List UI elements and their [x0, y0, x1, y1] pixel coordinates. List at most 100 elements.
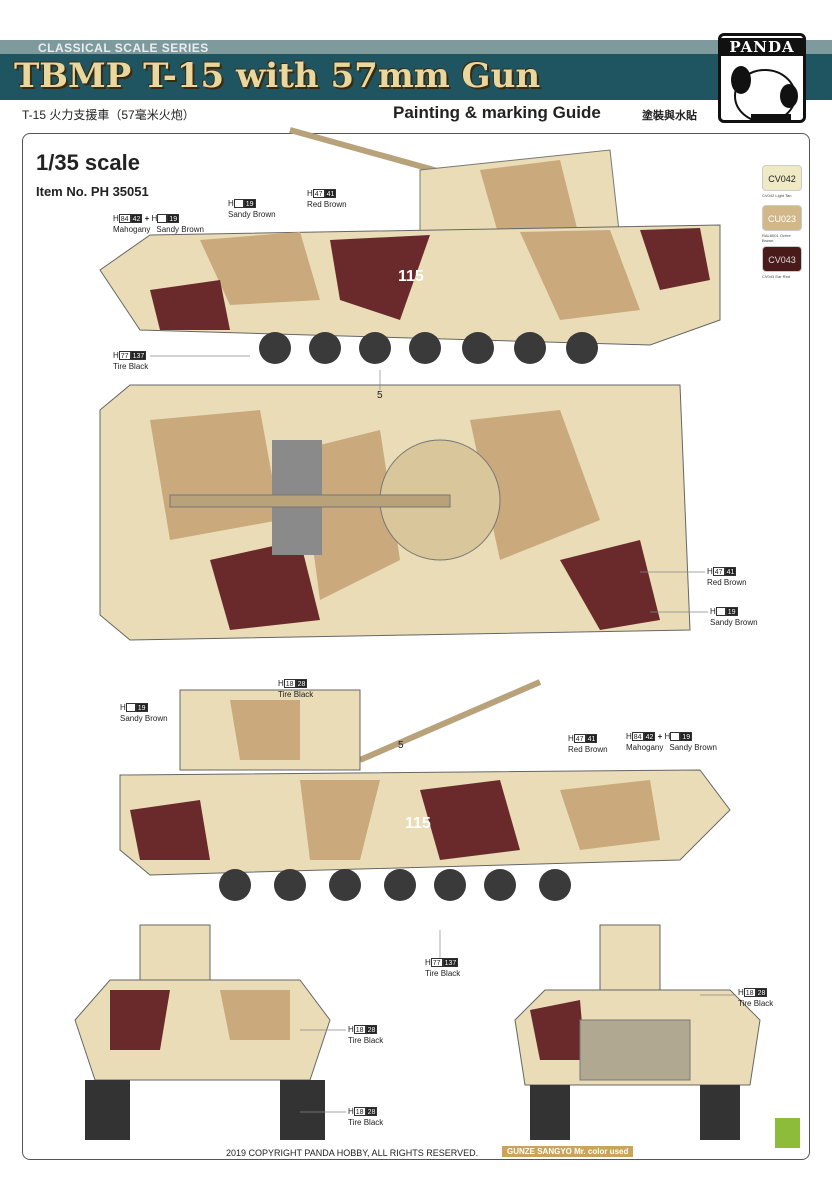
logo-text: PANDA	[721, 38, 803, 56]
swatch-label: CV042 Light Tan	[762, 193, 792, 198]
h-prefix: H	[707, 567, 713, 576]
code: 19	[135, 703, 148, 713]
gunze-badge: GUNZE SANGYO Mr. color used	[502, 1146, 634, 1157]
code: 41	[724, 567, 737, 577]
color-name: Red Brown	[307, 200, 347, 209]
h-prefix: H	[568, 734, 574, 743]
code-box	[233, 199, 244, 209]
h-prefix: H	[120, 703, 126, 712]
code: 28	[755, 988, 768, 998]
h-prefix: H	[664, 732, 671, 741]
color-name: Tire Black	[425, 969, 461, 978]
copyright: 2019 COPYRIGHT PANDA HOBBY, ALL RIGHTS R…	[226, 1148, 479, 1158]
series-label: CLASSICAL SCALE SERIES	[38, 41, 209, 55]
guide-frame	[22, 133, 810, 1160]
code-box	[670, 732, 681, 742]
code: 18	[743, 988, 756, 998]
color-name: Red Brown	[568, 745, 608, 754]
code: 19	[725, 607, 738, 617]
guide-title: Painting & marking Guide	[393, 103, 601, 122]
color-name: Sandy Brown	[710, 618, 758, 627]
turret-number: 115	[405, 815, 431, 832]
code: 84	[118, 214, 131, 224]
code: 41	[585, 734, 598, 744]
h-prefix: H	[307, 189, 313, 198]
h-prefix: H	[738, 988, 744, 997]
code: 19	[680, 732, 693, 742]
plus: +	[144, 214, 150, 223]
code: 77	[118, 351, 131, 361]
guide-title-chinese: 塗裝與水貼	[642, 110, 697, 122]
swatch-cv042: CV042	[762, 165, 802, 191]
page-title: TBMP T-15 with 57mm Gun	[14, 56, 541, 96]
road-wheels	[259, 332, 598, 364]
subtitle-chinese: T-15 火力支援車（57毫米火炮）	[22, 108, 195, 122]
h-prefix: H	[710, 607, 716, 616]
color-name: Sandy Brown	[228, 210, 276, 219]
code: 137	[130, 351, 147, 361]
item-number: Item No. PH 35051	[36, 184, 149, 199]
color-name: Tire Black	[738, 999, 774, 1008]
code: 47	[712, 567, 725, 577]
code: 18	[353, 1025, 366, 1035]
color-name: Tire Black	[113, 362, 149, 371]
swatch-label: RAL6001 Ochre Brown	[762, 233, 791, 243]
panda-logo: PANDA	[718, 33, 806, 123]
code-box	[125, 703, 136, 713]
plus: +	[657, 732, 663, 741]
marking-number: 5	[377, 390, 383, 401]
leader-lines	[150, 355, 736, 1113]
road-wheels	[219, 869, 571, 901]
swatch-cv043: CV043	[762, 246, 802, 272]
color-name: Sandy Brown	[120, 714, 168, 723]
front-view	[74, 924, 331, 1140]
code: 137	[442, 958, 459, 968]
title-banner	[0, 54, 832, 100]
top-view	[99, 384, 691, 641]
side-view-left	[99, 127, 721, 364]
color-name: Tire Black	[348, 1036, 384, 1045]
color-name: Mahogany	[626, 743, 664, 752]
green-corner-badge	[775, 1118, 800, 1148]
color-name: Tire Black	[278, 690, 314, 699]
h-prefix: H	[348, 1107, 354, 1116]
h-prefix: H	[425, 958, 431, 967]
side-view-right	[119, 679, 731, 901]
code: 28	[365, 1107, 378, 1117]
rear-view	[514, 924, 761, 1140]
code: 41	[324, 189, 337, 199]
turret-number: 115	[398, 268, 424, 285]
color-name: Tire Black	[348, 1118, 384, 1127]
color-name: Sandy Brown	[156, 225, 204, 234]
code: 19	[167, 214, 180, 224]
code: 42	[643, 732, 656, 742]
code: 42	[130, 214, 143, 224]
code: 84	[631, 732, 644, 742]
code: 28	[295, 679, 308, 689]
color-name: Sandy Brown	[669, 743, 717, 752]
color-name: Mahogany	[113, 225, 151, 234]
code: 18	[283, 679, 296, 689]
code-box	[715, 607, 726, 617]
h-prefix: H	[348, 1025, 354, 1034]
scale-label: 1/35 scale	[36, 150, 140, 175]
color-name: Red Brown	[707, 578, 747, 587]
code: 19	[243, 199, 256, 209]
panda-face-icon	[731, 66, 798, 120]
h-prefix: H	[113, 214, 119, 223]
swatch-label: CV043 Ear Red	[762, 274, 791, 279]
